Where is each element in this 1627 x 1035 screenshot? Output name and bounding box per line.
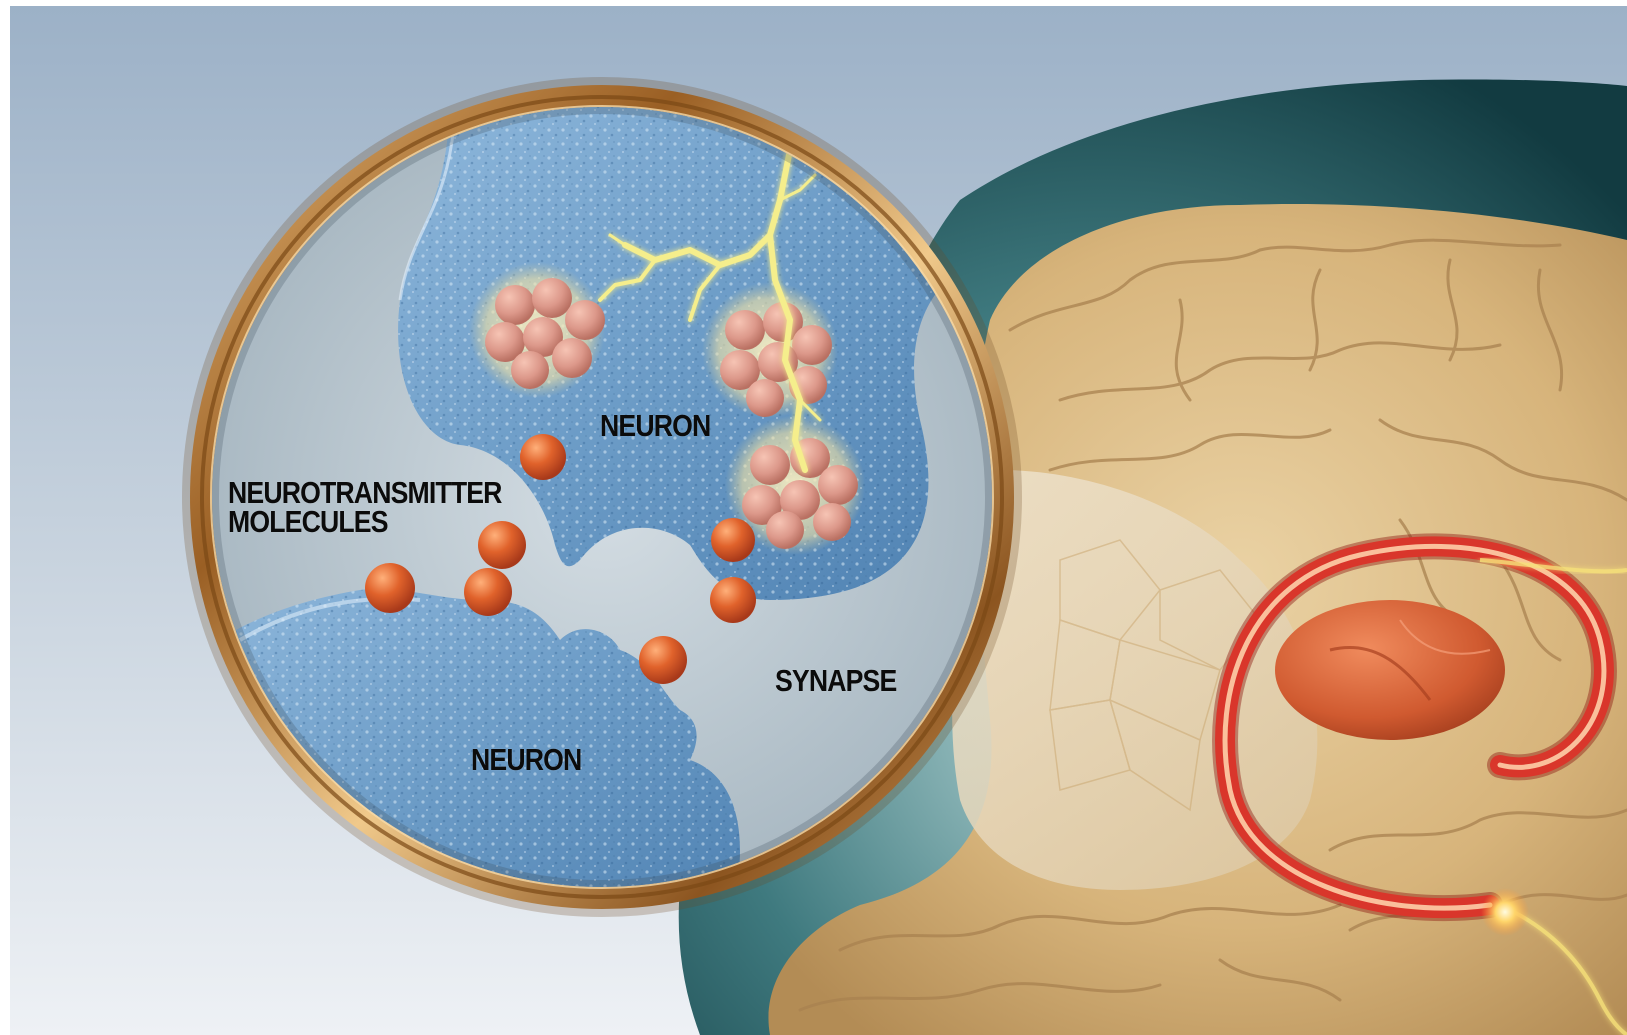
brain-nucleus: [1275, 600, 1505, 740]
vesicle-cluster-2: [702, 282, 838, 418]
label-neurotransmitter-line1: NEUROTRANSMITTER: [228, 478, 502, 507]
vesicle-cluster-1: [469, 262, 605, 398]
label-synapse: SYNAPSE: [775, 666, 896, 695]
label-neuron-presynaptic: NEURON: [600, 411, 710, 440]
label-neurotransmitter-line2: MOLECULES: [228, 507, 502, 536]
label-neuron-postsynaptic: NEURON: [471, 745, 581, 774]
impulse-spark-icon: [1481, 888, 1529, 936]
label-neurotransmitter-molecules: NEUROTRANSMITTER MOLECULES: [228, 478, 502, 536]
